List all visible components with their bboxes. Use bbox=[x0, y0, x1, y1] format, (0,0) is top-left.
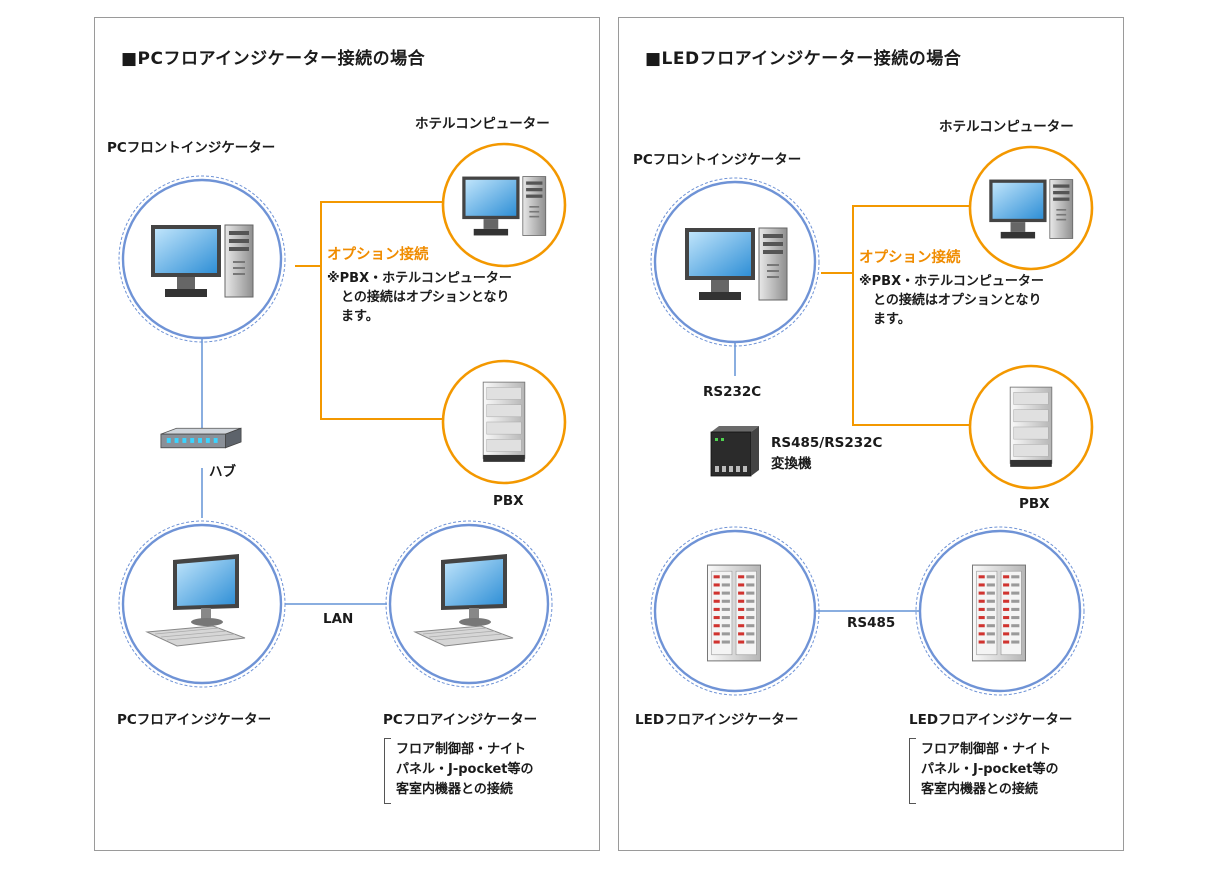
panel-heading: ■LEDフロアインジケーター接続の場合 bbox=[645, 49, 962, 69]
converter-box-icon bbox=[710, 425, 760, 477]
floor-indicator-label-left: PCフロアインジケーター bbox=[117, 712, 272, 728]
pc-connection-diagram bbox=[118, 142, 567, 688]
in-room-device-note: フロア制御部・ナイト パネル・J-pocket等の 客室内機器との接続 bbox=[396, 740, 534, 800]
converter-label: RS485/RS232C 変換機 bbox=[771, 433, 882, 475]
front-indicator-label: PCフロントインジケーター bbox=[633, 152, 802, 168]
hotel-computer-label: ホテルコンピューター bbox=[939, 119, 1074, 135]
option-note-line: ※PBX・ホテルコンピューター bbox=[859, 274, 1044, 289]
led-floor-indicator-panel: ■LEDフロアインジケーター接続の場合 PCフロントインジケーター ホテルコンピ… bbox=[618, 17, 1124, 851]
converter-label-line: RS485/RS232C bbox=[771, 435, 883, 451]
bracket bbox=[384, 738, 391, 804]
in-room-device-line: フロア制御部・ナイト bbox=[396, 742, 527, 757]
lan-label: LAN bbox=[323, 611, 354, 627]
option-note: ※PBX・ホテルコンピューター との接続はオプションとなり ます。 bbox=[327, 269, 512, 326]
in-room-device-line: パネル・J-pocket等の bbox=[396, 762, 534, 777]
rs485-label: RS485 bbox=[847, 615, 896, 631]
option-note-line: ※PBX・ホテルコンピューター bbox=[327, 271, 512, 286]
pbx-label: PBX bbox=[493, 493, 524, 509]
panel-heading: ■PCフロアインジケーター接続の場合 bbox=[121, 49, 426, 69]
hotel-computer-label: ホテルコンピューター bbox=[415, 116, 550, 132]
in-room-device-line: 客室内機器との接続 bbox=[921, 782, 1038, 797]
option-note: ※PBX・ホテルコンピューター との接続はオプションとなり ます。 bbox=[859, 272, 1044, 329]
in-room-device-note: フロア制御部・ナイト パネル・J-pocket等の 客室内機器との接続 bbox=[921, 740, 1059, 800]
option-link bbox=[821, 205, 969, 274]
led-panel-icon bbox=[971, 564, 1027, 662]
floor-indicator-label-left: LEDフロアインジケーター bbox=[635, 712, 799, 728]
led-panel-icon bbox=[706, 564, 762, 662]
option-link-pbx bbox=[852, 273, 969, 426]
option-link-pbx bbox=[320, 266, 443, 420]
led-connection-diagram bbox=[650, 145, 1094, 696]
pc-floor-indicator-panel: ■PCフロアインジケーター接続の場合 PCフロントインジケーター ホテルコンピュ… bbox=[94, 17, 600, 851]
option-connection-label: オプション接続 bbox=[859, 250, 961, 266]
converter-label-line: 変換機 bbox=[771, 456, 812, 472]
pbx-cabinet-icon bbox=[482, 381, 526, 463]
in-room-device-line: フロア制御部・ナイト bbox=[921, 742, 1052, 757]
front-indicator-label: PCフロントインジケーター bbox=[107, 140, 276, 156]
option-note-line: ます。 bbox=[873, 312, 911, 327]
option-link bbox=[295, 201, 443, 267]
rs232c-label: RS232C bbox=[703, 384, 762, 400]
network-hub-icon bbox=[160, 427, 242, 449]
option-note-line: との接続はオプションとなり bbox=[873, 293, 1042, 308]
option-note-line: ます。 bbox=[341, 309, 379, 324]
floor-indicator-label-right: LEDフロアインジケーター bbox=[909, 712, 1073, 728]
option-note-line: との接続はオプションとなり bbox=[341, 290, 510, 305]
hub-label: ハブ bbox=[209, 464, 236, 480]
in-room-device-line: 客室内機器との接続 bbox=[396, 782, 513, 797]
bracket bbox=[909, 738, 916, 804]
pbx-label: PBX bbox=[1019, 496, 1050, 512]
in-room-device-line: パネル・J-pocket等の bbox=[921, 762, 1059, 777]
floor-indicator-label-right: PCフロアインジケーター bbox=[383, 712, 538, 728]
pbx-cabinet-icon bbox=[1009, 386, 1053, 468]
option-connection-label: オプション接続 bbox=[327, 247, 429, 263]
